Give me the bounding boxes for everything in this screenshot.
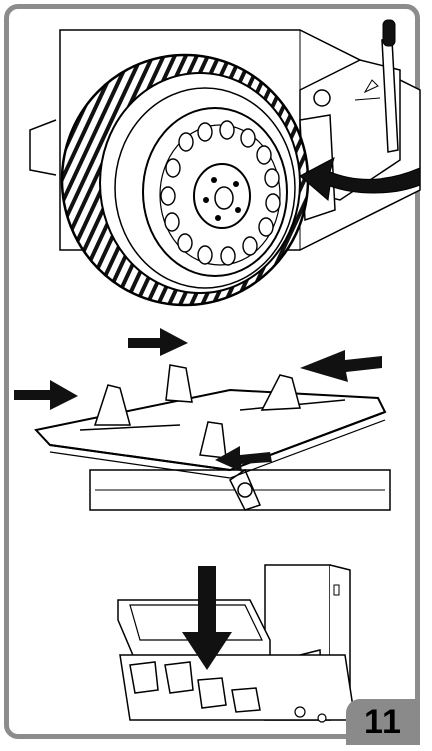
wheel-mounting-icon — [30, 20, 420, 305]
step-number-badge: 11 — [346, 699, 420, 745]
pedal-press-icon — [118, 565, 355, 722]
turntable-clamps-icon — [14, 328, 390, 510]
